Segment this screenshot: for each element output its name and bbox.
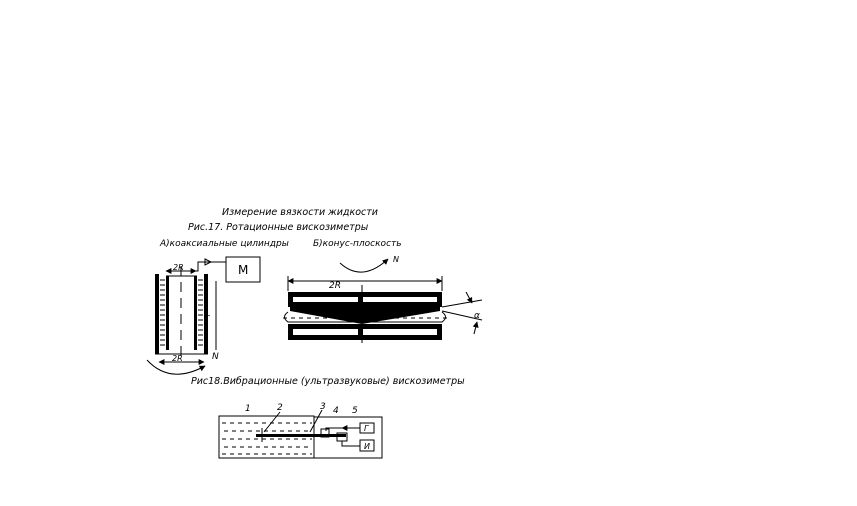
rotation-arc: [339, 258, 389, 273]
label-5: 5: [352, 406, 358, 416]
length-label: L: [206, 309, 210, 318]
vibration-viscometer-diagram: Г И 1 2 3 4 5: [218, 402, 383, 459]
page-title: Измерение вязкости жидкости: [222, 207, 378, 218]
cone-radius-label: 2R: [329, 281, 341, 291]
angle-arrow-top: [465, 291, 473, 304]
motor-arrow-head: [204, 258, 213, 266]
cone-inner-left: [293, 297, 358, 302]
leader-3: [309, 409, 323, 433]
angle-arrow-bottom: [472, 321, 479, 335]
fig17-caption: Рис.17. Ротационные вискозиметры: [188, 222, 369, 233]
torque-label-b: N: [393, 255, 399, 264]
label-2: 2: [277, 403, 283, 413]
torque-arc: [146, 359, 206, 375]
indicator-label: И: [364, 442, 370, 451]
wire-indicator: [341, 441, 360, 447]
leader-2: [263, 411, 281, 433]
fig17a-subtitle: А)коаксиальные цилиндры: [159, 239, 289, 249]
bottom-radius-label: 2R: [172, 354, 183, 363]
generator-label: Г: [364, 424, 369, 433]
label-3: 3: [320, 402, 326, 412]
label-1: 1: [245, 404, 251, 414]
top-radius-label: 2R: [173, 263, 184, 272]
cone-inner-right: [363, 297, 437, 302]
motor-label: М: [238, 263, 248, 277]
plate-inner-right: [363, 329, 437, 335]
angle-symbol: α: [474, 311, 480, 321]
outer-cylinder-right-wall: [204, 274, 208, 354]
angle-line-2: [441, 310, 483, 321]
inner-cylinder-right-wall: [194, 276, 197, 350]
cone-wedge: [290, 307, 440, 324]
electronics-box: [313, 416, 383, 459]
plate-inner-left: [293, 329, 358, 335]
angle-line-1: [441, 299, 483, 308]
label-4: 4: [333, 406, 339, 416]
transducer-block-1: [320, 428, 330, 438]
gap-liquid-hatching: [160, 279, 203, 346]
vessel-liquid-dashes: [222, 422, 312, 455]
coaxial-cylinders-diagram: М 2R: [146, 256, 261, 375]
liquid-layer: [284, 311, 446, 323]
torque-label-a: N: [212, 352, 219, 362]
inner-cylinder-left-wall: [166, 276, 169, 350]
motor-box: [225, 256, 261, 283]
probe-rod: [256, 434, 346, 437]
fig18-caption: Рис18.Вибрационные (ультразвуковые) виск…: [191, 376, 465, 387]
cone-plate-diagram: N 2R α: [283, 255, 483, 343]
outer-cylinder-left-wall: [155, 274, 159, 354]
fig17b-subtitle: Б)конус-плоскость: [313, 239, 402, 249]
